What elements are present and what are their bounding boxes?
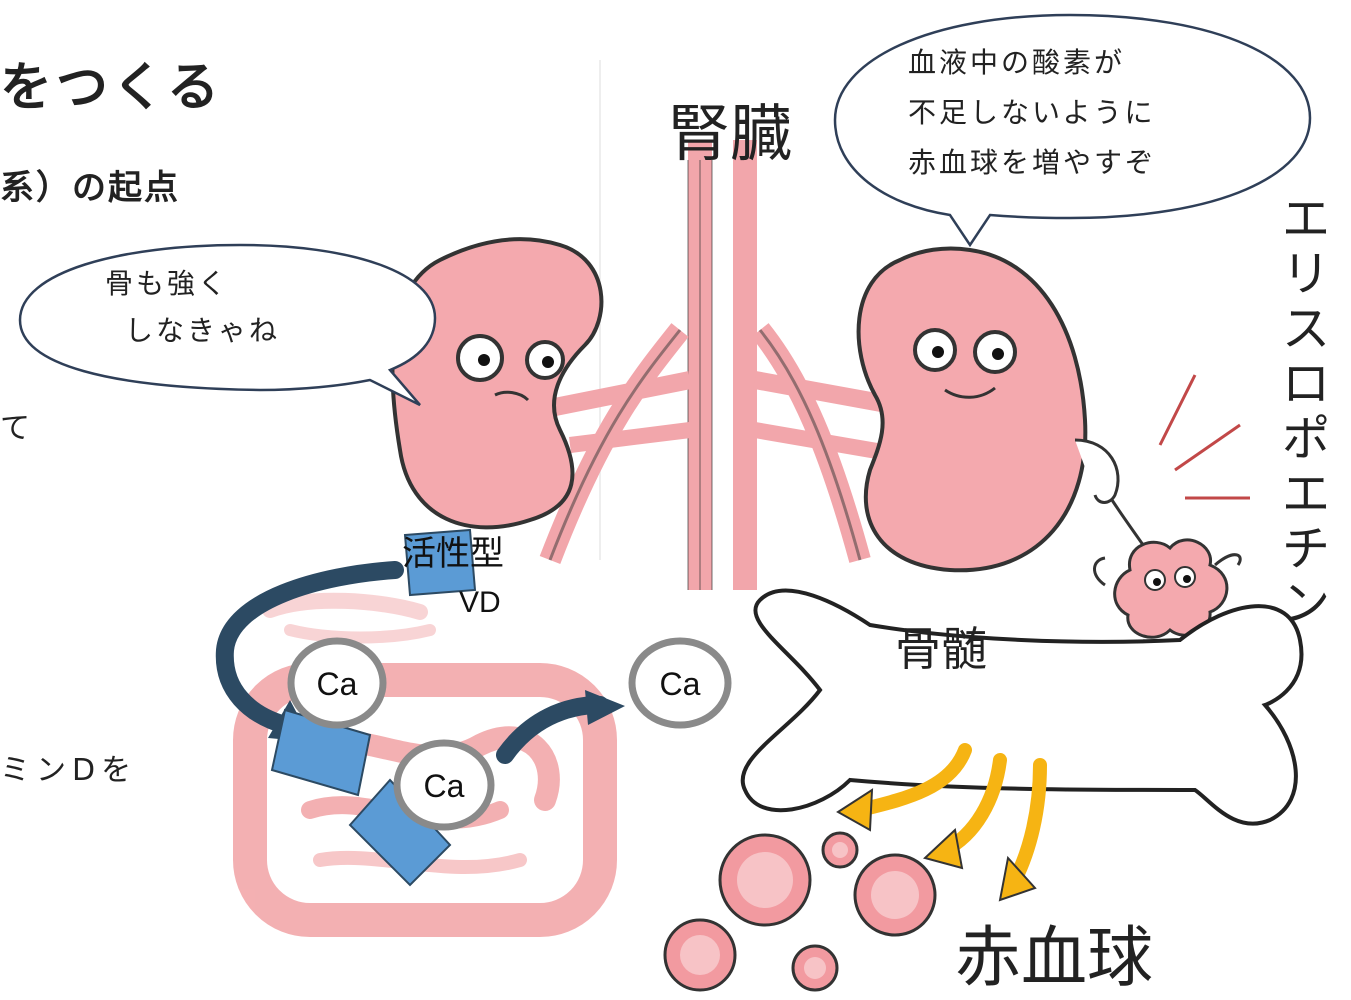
speech-bubble-right: 血液中の酸素が 不足しないように 赤血球を増やすぞ xyxy=(835,15,1310,245)
speech-bubble-left: 骨も強く しなきゃね xyxy=(20,245,435,405)
epo-char-5: ポ xyxy=(1282,411,1330,467)
bone-marrow-label: 骨髄 xyxy=(895,622,987,676)
calcium-label-1: Ca xyxy=(317,666,358,702)
calcium-ion-3: Ca xyxy=(397,743,491,827)
kidney-label: 腎臓 xyxy=(668,97,792,170)
calcium-ion-2: Ca xyxy=(632,641,728,725)
epo-char-3: ス xyxy=(1282,301,1330,357)
calcium-ion-1: Ca xyxy=(291,641,383,725)
left-kidney-character-icon xyxy=(392,239,601,527)
epo-char-4: ロ xyxy=(1282,356,1330,412)
epo-char-7: チ xyxy=(1282,521,1330,577)
bubble-right-line-3: 赤血球を増やすぞ xyxy=(908,146,1156,179)
calcium-label-3: Ca xyxy=(424,768,465,804)
rbc-label: 赤血球 xyxy=(955,919,1153,996)
red-blood-cell-group xyxy=(665,833,935,990)
bubble-right-line-1: 血液中の酸素が xyxy=(908,46,1125,79)
calcium-label-2: Ca xyxy=(660,666,701,702)
right-kidney-character-icon xyxy=(859,248,1118,570)
bubble-left-line-2: しなきゃね xyxy=(125,314,280,347)
bubble-right-line-2: 不足しないように xyxy=(908,96,1155,129)
vd-line-1: 活性型 xyxy=(402,534,504,574)
erythropoietin-label: エ リ ス ロ ポ エ チ ン xyxy=(1282,191,1330,632)
vd-line-2: VD xyxy=(459,586,501,619)
epo-char-1: エ xyxy=(1282,191,1330,247)
epo-char-2: リ xyxy=(1282,246,1330,302)
epo-char-6: エ xyxy=(1282,466,1330,522)
emphasis-lines xyxy=(1160,375,1250,498)
bubble-left-line-1: 骨も強く xyxy=(105,267,229,300)
bone-icon xyxy=(743,590,1302,823)
